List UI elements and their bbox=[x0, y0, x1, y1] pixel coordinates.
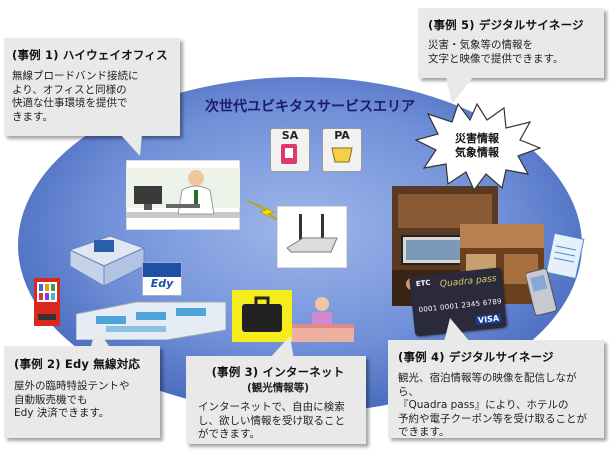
case-2-box: (事例 2) Edy 無線対応 屋外の臨時特設テントや 自動販売機でも Edy … bbox=[4, 346, 160, 438]
burst-text: 災害情報 気象情報 bbox=[455, 132, 499, 159]
pa-badge: PA bbox=[322, 128, 362, 172]
pa-badge-label: PA bbox=[334, 129, 350, 142]
card-brand-label: Quadra pass bbox=[439, 273, 498, 290]
case-5-pointer bbox=[446, 76, 474, 104]
reception-counter-illustration bbox=[292, 297, 354, 342]
coffee-cup-icon bbox=[331, 147, 353, 163]
mobile-phone-icon bbox=[526, 268, 557, 316]
case-3-box: (事例 3) インターネット (観光情報等) インターネットで、自由に検索 し、… bbox=[186, 356, 366, 444]
case-4-body: 観光、宿泊情報等の映像を配信しながら、 『Quadra pass』により、ホテル… bbox=[398, 372, 587, 438]
vending-machine-icon bbox=[34, 278, 60, 326]
case-3-subtitle: (観光情報等) bbox=[246, 382, 310, 394]
sa-badge-label: SA bbox=[281, 129, 299, 142]
store-interior-illustration bbox=[76, 301, 226, 340]
edy-terminal-illustration bbox=[68, 235, 146, 287]
case-4-box: (事例 4) デジタルサイネージ 観光、宿泊情報等の映像を配信しながら、 『Qu… bbox=[388, 340, 604, 438]
card-etc-label: ETC bbox=[415, 278, 431, 289]
case-1-title: (事例 1) ハイウェイオフィス bbox=[12, 48, 168, 62]
case-4-title: (事例 4) デジタルサイネージ bbox=[398, 350, 554, 364]
case-5-body: 災害・気象等の情報を 文字と映像で提供できます。 bbox=[428, 39, 564, 65]
case-5-title: (事例 5) デジタルサイネージ bbox=[428, 18, 584, 32]
wireless-router-illustration bbox=[277, 206, 347, 268]
case-1-pointer bbox=[120, 134, 142, 156]
disaster-info-burst bbox=[414, 102, 542, 192]
area-title: 次世代ユビキタスサービスエリア bbox=[205, 99, 415, 115]
case-2-title: (事例 2) Edy 無線対応 bbox=[14, 357, 141, 371]
case-2-pointer bbox=[90, 328, 112, 350]
case-5-box: (事例 5) デジタルサイネージ 災害・気象等の情報を 文字と映像で提供できます… bbox=[418, 8, 604, 78]
edy-logo: Edy bbox=[142, 262, 182, 296]
office-worker-illustration bbox=[126, 160, 240, 230]
edy-logo-text: Edy bbox=[150, 277, 174, 290]
card-visa-label: VISA bbox=[475, 313, 502, 326]
case-2-body: 屋外の臨時特設テントや 自動販売機でも Edy 決済できます。 bbox=[14, 380, 130, 419]
card-number: 0001 0001 2345 6789 bbox=[418, 297, 503, 315]
luggage-icon bbox=[232, 290, 292, 342]
case-3-title: (事例 3) インターネット bbox=[211, 365, 345, 379]
case-3-pointer bbox=[268, 336, 294, 360]
fork-knife-icon bbox=[281, 144, 297, 164]
sa-badge: SA bbox=[270, 128, 310, 172]
case-3-body: インターネットで、自由に検索 し、欲しい情報を受け取ること ができます。 bbox=[198, 401, 345, 440]
case-4-pointer bbox=[444, 318, 470, 342]
case-1-body: 無線ブロードバンド接続に より、オフィスと同様の 快適な仕事環境を提供で きます… bbox=[12, 70, 139, 123]
brochure-icon bbox=[546, 232, 585, 280]
case-1-box: (事例 1) ハイウェイオフィス 無線ブロードバンド接続に より、オフィスと同様… bbox=[4, 38, 180, 136]
